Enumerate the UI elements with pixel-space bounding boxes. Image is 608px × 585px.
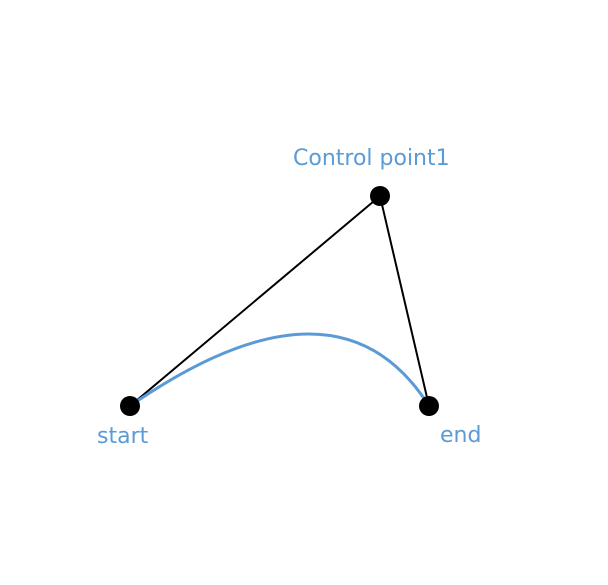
start-to-control-line [129,195,381,407]
control-to-end-line [379,195,430,407]
end-label: end [440,423,481,448]
start-label: start [97,424,149,449]
start-point[interactable] [120,396,140,416]
control-point[interactable] [370,186,390,206]
bezier-curve [128,332,431,408]
end-point[interactable] [419,396,439,416]
control-point-label: Control point1 [293,146,450,171]
